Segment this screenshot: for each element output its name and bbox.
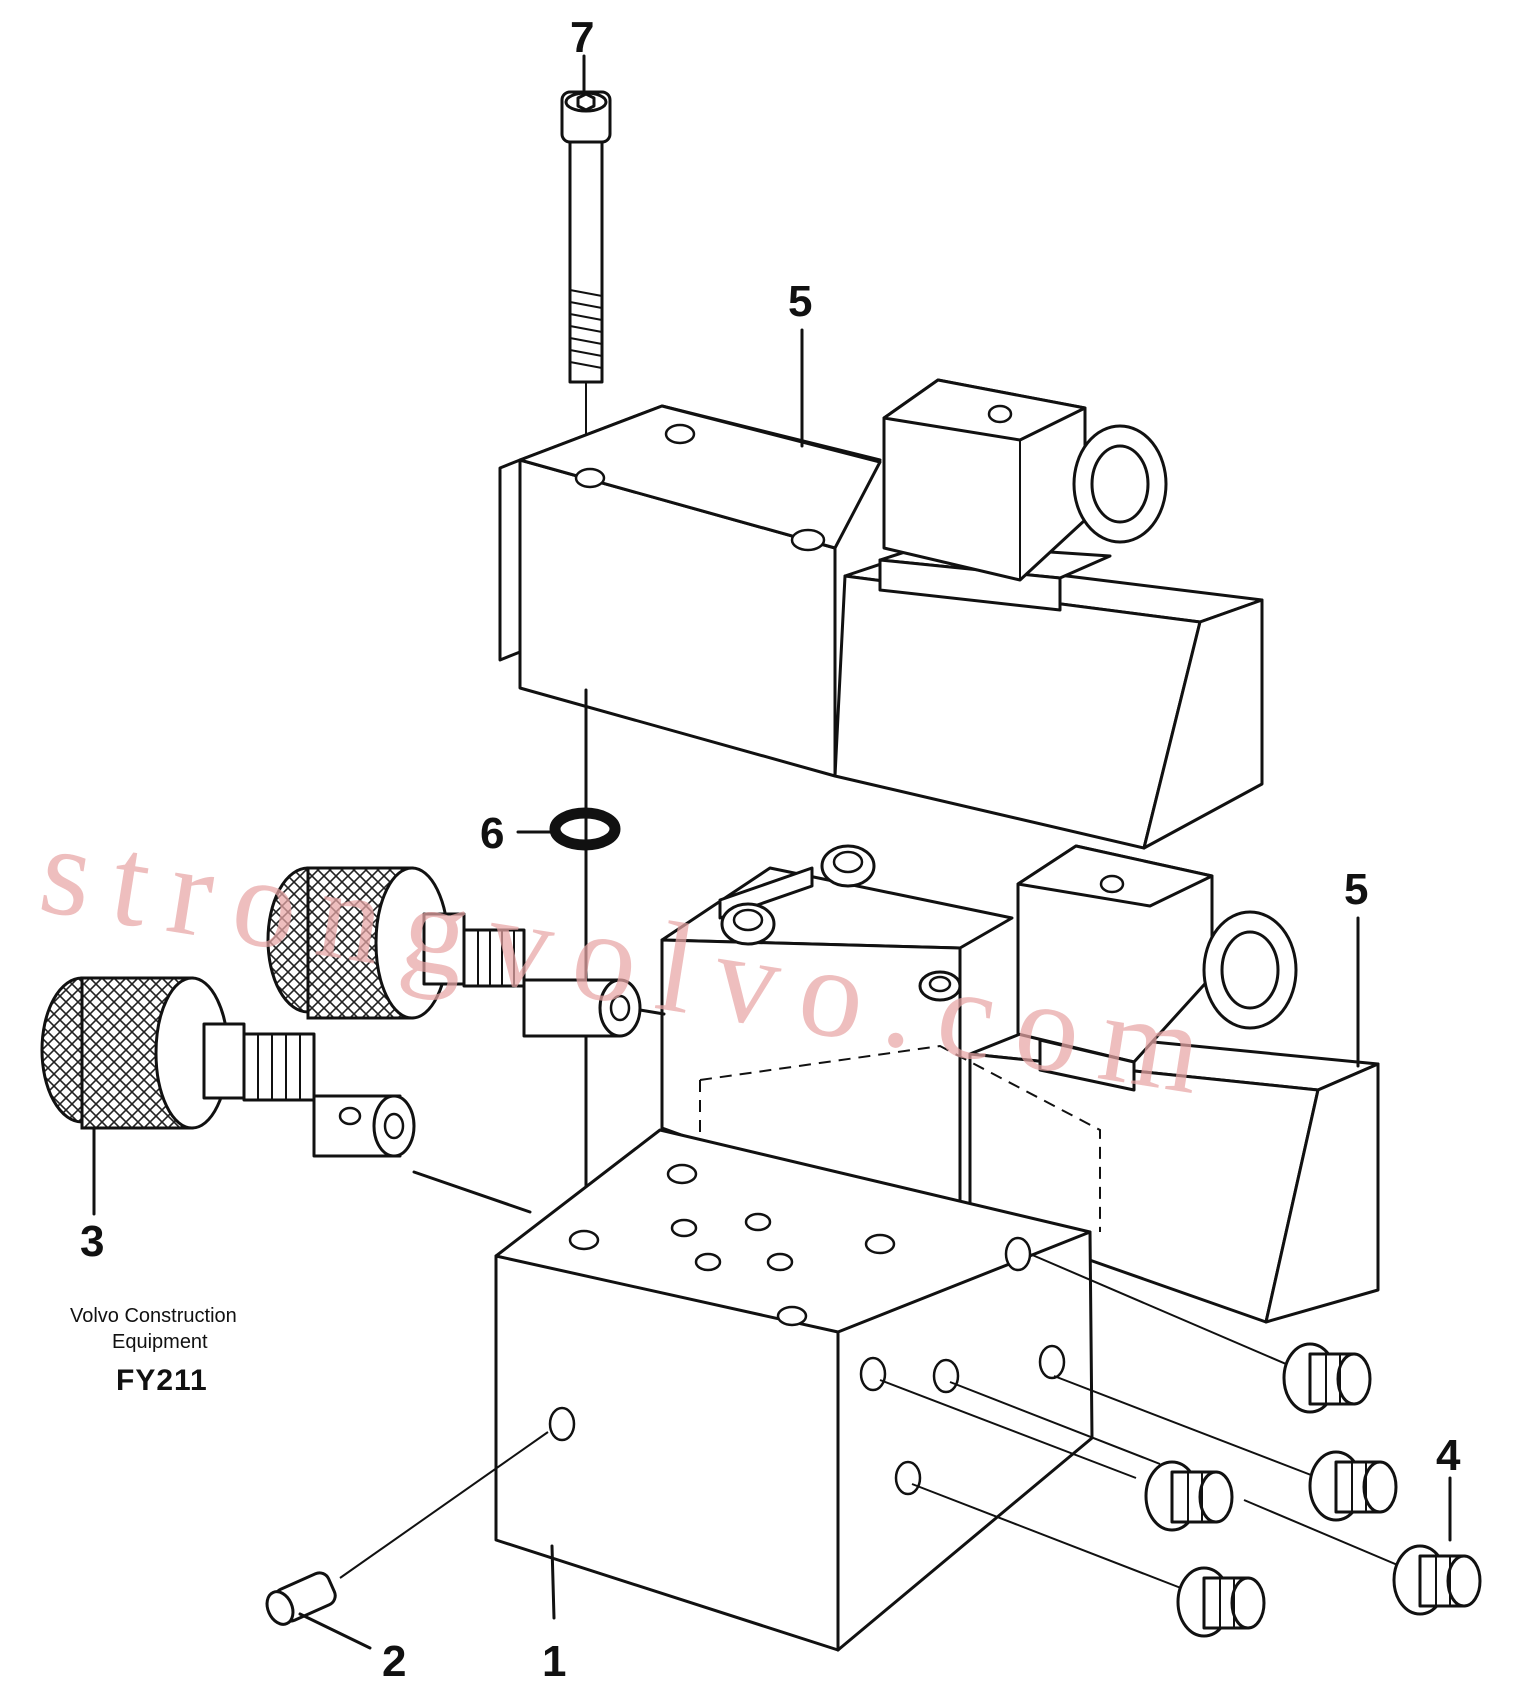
fitting-part-4-d: [911, 1483, 1266, 1638]
bolt-part-7: [560, 54, 612, 472]
plug-part-2: [265, 1431, 549, 1650]
caption-line-2: Equipment: [112, 1331, 208, 1353]
callout-1: 1: [542, 1637, 566, 1686]
valve-block-part-1: [494, 1044, 1101, 1652]
fitting-part-4-e: [1392, 1476, 1482, 1616]
o-ring-part-6: [516, 807, 621, 851]
fitting-part-4-c: [879, 1379, 1401, 1567]
solenoid-valve-upper-part-5: [498, 378, 1264, 850]
callout-3: 3: [80, 1217, 104, 1266]
cartridge-valve-part-3-lower: [40, 976, 532, 1216]
callout-2: 2: [382, 1637, 406, 1686]
callout-6: 6: [480, 809, 504, 858]
callout-4: 4: [1436, 1431, 1461, 1480]
cartridge-valve-part-3-upper: [266, 866, 666, 1038]
callout-5-lower: 5: [1344, 865, 1368, 914]
callout-5-upper: 5: [788, 277, 812, 326]
callout-7: 7: [570, 13, 594, 62]
solenoid-valve-lower-part-5: [660, 844, 1380, 1324]
caption-line-1: Volvo Construction: [70, 1305, 237, 1327]
figure-code: FY211: [116, 1364, 208, 1397]
fitting-part-4-b: [1053, 1375, 1398, 1522]
fitting-part-4-a: [1029, 1253, 1372, 1414]
